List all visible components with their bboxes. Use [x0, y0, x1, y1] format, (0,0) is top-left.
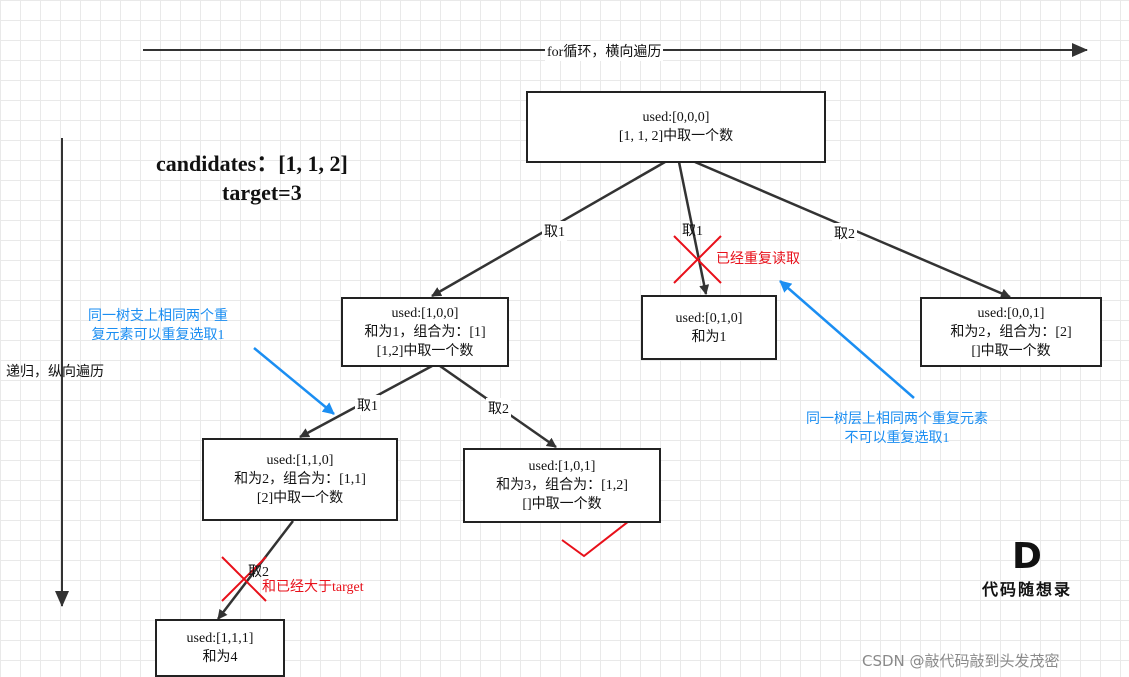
- note-line: 同一树支上相同两个重: [88, 309, 228, 324]
- node-line: [1,2]中取一个数: [376, 343, 474, 359]
- note-line: 复元素可以重复选取1: [91, 328, 225, 343]
- node-used-111: used:[1,1,1] 和为4: [155, 619, 285, 677]
- blue-arrow-level: [779, 280, 915, 399]
- note-line: 同一树层上相同两个重复元素: [806, 412, 988, 427]
- edge-label-take2: 取2: [832, 223, 857, 243]
- edge-label-take2: 取2: [486, 398, 511, 418]
- edge-label-take1: 取1: [355, 395, 380, 415]
- edge-root-n010: [677, 161, 710, 295]
- edge-label-take2: 取2: [248, 565, 269, 580]
- for-loop-label: for循环，横向遍历: [545, 41, 664, 61]
- note-already-repeat: 已经重复读取: [716, 252, 800, 267]
- logo: D 代码随想录: [972, 538, 1082, 600]
- node-used-100: used:[1,0,0] 和为1，组合为：[1] [1,2]中取一个数: [341, 297, 509, 367]
- node-used-101: used:[1,0,1] 和为3，组合为：[1,2] []中取一个数: [463, 448, 661, 523]
- node-root: used:[0,0,0] [1, 1, 2]中取一个数: [526, 91, 826, 163]
- node-line: used:[1,1,0]: [266, 453, 334, 468]
- blue-arrow-branch: [253, 347, 335, 415]
- recursion-label: 递归，纵向遍历: [6, 365, 104, 380]
- logo-mark: D: [1012, 536, 1042, 577]
- node-used-010: used:[0,1,0] 和为1: [641, 295, 777, 360]
- node-line: used:[0,0,0]: [642, 110, 710, 125]
- node-line: used:[1,1,1]: [186, 631, 254, 646]
- node-used-001: used:[0,0,1] 和为2，组合为：[2] []中取一个数: [920, 297, 1102, 367]
- node-line: used:[1,0,0]: [391, 305, 459, 321]
- node-line: used:[0,0,1]: [977, 305, 1045, 321]
- note-same-level: 同一树层上相同两个重复元素 不可以重复选取1: [806, 410, 988, 448]
- edge-n110-n111: [217, 520, 294, 620]
- cross-mark-duplicate: [673, 235, 722, 284]
- node-line: used:[1,0,1]: [528, 459, 596, 474]
- node-line: [1, 1, 2]中取一个数: [618, 129, 734, 144]
- cross-mark-exceeds: [221, 556, 267, 602]
- node-line: 和为1，组合为：[1]: [364, 324, 486, 340]
- node-line: used:[0,1,0]: [675, 310, 743, 326]
- edge-label-take1: 取1: [542, 221, 567, 241]
- logo-text: 代码随想录: [981, 580, 1072, 599]
- note-exceeds-target: 和已经大于target: [262, 580, 364, 595]
- node-line: 和为3，组合为：[1,2]: [496, 478, 628, 493]
- node-line: []中取一个数: [971, 343, 1051, 359]
- note-line: 不可以重复选取1: [844, 431, 950, 446]
- node-line: 和为2，组合为：[2]: [950, 324, 1072, 340]
- candidates-text: candidates：[1, 1, 2]: [156, 151, 348, 176]
- check-mark-valid: [561, 506, 648, 558]
- target-text: target=3: [222, 180, 302, 205]
- node-line: []中取一个数: [522, 497, 602, 512]
- node-line: 和为1: [691, 329, 727, 345]
- note-same-branch: 同一树支上相同两个重 复元素可以重复选取1: [88, 307, 228, 345]
- node-line: 和为4: [202, 650, 238, 665]
- node-line: [2]中取一个数: [256, 491, 344, 506]
- node-used-110: used:[1,1,0] 和为2，组合为：[1,1] [2]中取一个数: [202, 438, 398, 521]
- node-line: 和为2，组合为：[1,1]: [234, 472, 366, 487]
- edge-label-take1-duplicate: 取1: [682, 224, 703, 239]
- watermark: CSDN @敲代码敲到头发茂密: [862, 652, 1060, 670]
